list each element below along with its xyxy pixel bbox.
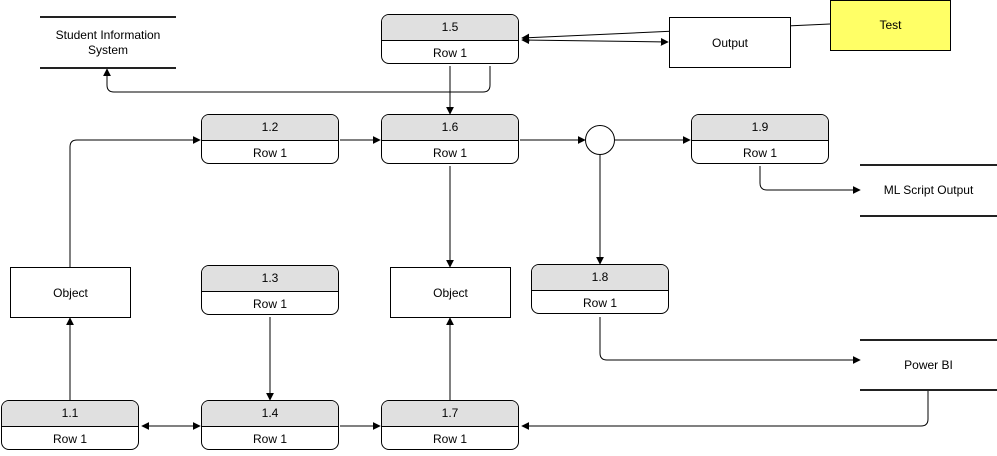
process-1-5[interactable]: 1.5 Row 1 bbox=[381, 14, 519, 64]
process-row: Row 1 bbox=[432, 46, 467, 60]
process-row: Row 1 bbox=[52, 432, 87, 446]
store-student-information-system[interactable]: Student Information System bbox=[40, 16, 176, 69]
entity-label: Object bbox=[53, 285, 88, 300]
process-row: Row 1 bbox=[252, 297, 287, 311]
process-1-8[interactable]: 1.8 Row 1 bbox=[531, 264, 669, 314]
process-1-7[interactable]: 1.7 Row 1 bbox=[381, 400, 519, 450]
process-row: Row 1 bbox=[252, 146, 287, 160]
process-1-6[interactable]: 1.6 Row 1 bbox=[381, 114, 519, 164]
flow-1.5-output bbox=[521, 36, 669, 46]
process-row: Row 1 bbox=[252, 432, 287, 446]
process-number: 1.4 bbox=[202, 401, 338, 427]
flow-object-to-1.2 bbox=[69, 136, 201, 267]
flow-power-bi-to-1.7 bbox=[521, 390, 929, 430]
flow-1.5-to-student-info bbox=[103, 66, 491, 93]
entity-test[interactable]: Test bbox=[830, 0, 951, 51]
process-number: 1.3 bbox=[202, 266, 338, 292]
process-number: 1.1 bbox=[2, 401, 138, 427]
process-number: 1.2 bbox=[202, 115, 338, 141]
entity-label: Output bbox=[711, 35, 749, 50]
entity-label: Test bbox=[879, 18, 902, 32]
store-ml-script-output[interactable]: ML Script Output bbox=[860, 164, 997, 217]
process-number: 1.8 bbox=[532, 265, 668, 291]
process-1-2[interactable]: 1.2 Row 1 bbox=[201, 114, 339, 164]
process-1-4[interactable]: 1.4 Row 1 bbox=[201, 400, 339, 450]
process-1-3[interactable]: 1.3 Row 1 bbox=[201, 265, 339, 315]
store-label: Student Information System bbox=[55, 27, 161, 57]
process-number: 1.7 bbox=[382, 401, 518, 427]
process-1-1[interactable]: 1.1 Row 1 bbox=[1, 400, 139, 450]
entity-output[interactable]: Output bbox=[669, 17, 791, 68]
flow-1.8-to-power-bi bbox=[599, 317, 861, 364]
store-power-bi[interactable]: Power BI bbox=[860, 339, 997, 391]
process-row: Row 1 bbox=[582, 296, 617, 310]
process-number: 1.5 bbox=[382, 15, 518, 41]
entity-object-left[interactable]: Object bbox=[10, 267, 131, 318]
store-label: Power BI bbox=[904, 357, 953, 372]
process-row: Row 1 bbox=[432, 146, 467, 160]
flow-1.9-to-ml-output bbox=[759, 166, 861, 194]
process-row: Row 1 bbox=[432, 432, 467, 446]
process-number: 1.6 bbox=[382, 115, 518, 141]
entity-object-center[interactable]: Object bbox=[390, 267, 511, 318]
entity-label: Object bbox=[433, 285, 468, 300]
process-1-9[interactable]: 1.9 Row 1 bbox=[691, 114, 829, 164]
store-label: ML Script Output bbox=[883, 183, 974, 197]
junction-circle[interactable] bbox=[585, 125, 615, 155]
process-row: Row 1 bbox=[742, 146, 777, 160]
process-number: 1.9 bbox=[692, 115, 828, 141]
